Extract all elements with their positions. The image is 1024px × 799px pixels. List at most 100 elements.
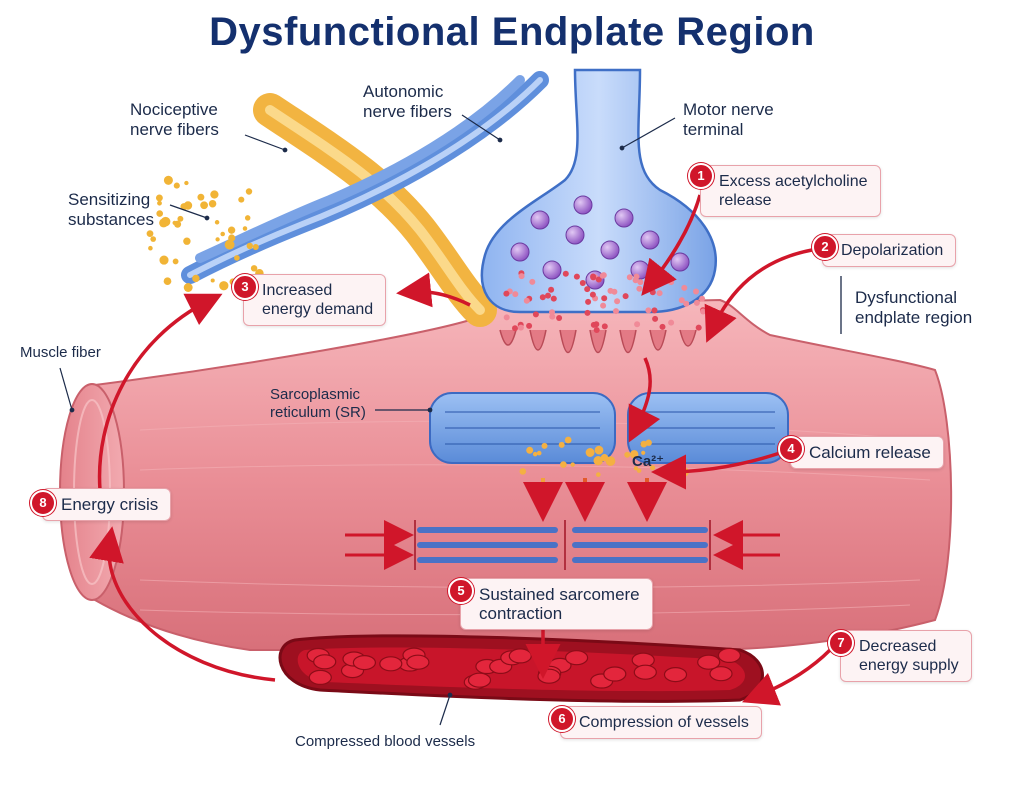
step-8-badge: 8 [30,490,56,516]
sensitizing-dot [242,226,248,231]
red-blood-cell [633,664,657,680]
synaptic-vesicle [600,240,620,260]
sensitizing-substance-dots [146,175,264,292]
sensitizing-dot [234,255,240,261]
acetylcholine-dot [562,270,569,277]
step-5-box: Sustained sarcomere contraction [460,578,653,630]
sensitizing-dot [215,237,220,242]
acetylcholine-dot [589,291,596,298]
sensitizing-dot [219,281,229,291]
contraction-arrows [345,520,780,570]
calcium-dot [641,450,646,455]
step-2-box: Depolarization [822,234,957,267]
red-blood-cell [313,654,337,670]
sensitizing-dot [244,215,251,221]
acetylcholine-dot [651,307,658,314]
muscle-fiber-label: Muscle fiber [20,344,101,361]
calcium-dot [560,461,567,468]
region-bracket [832,276,842,334]
step-7-badge: 7 [828,630,854,656]
calcium-ion-dots [519,436,689,477]
sensitizing-dot [224,239,235,250]
acetylcholine-dot [601,295,608,302]
sensitizing-dot [184,180,189,186]
red-blood-cell [467,672,492,688]
calcium-dot [564,436,572,444]
region-label: Dysfunctional endplate region [855,288,973,327]
acetylcholine-dot [593,327,600,333]
sensitizing-dot [197,193,205,201]
red-blood-cell [717,647,742,664]
acetylcholine-dot [539,294,546,301]
step-3-box: Increased energy demand [243,274,387,326]
synaptic-vesicle [640,230,660,250]
sensitizing-dot [150,236,157,242]
calcium-symbol: Ca²⁺ [632,453,665,470]
acetylcholine-dot [634,321,641,328]
vessels-label: Compressed blood vessels [295,733,476,750]
acetylcholine-dot [622,293,629,300]
acetylcholine-dot [590,273,597,280]
red-blood-cell [663,666,688,683]
acetylcholine-dot [607,287,614,294]
acetylcholine-dot [512,291,519,298]
acetylcholine-dot [550,295,557,302]
red-blood-cell [508,648,532,664]
autonomic-fibers [181,71,549,284]
acetylcholine-dot [656,290,663,297]
acetylcholine-dot [668,279,675,286]
calcium-dot [526,446,534,454]
acetylcholine-dot [649,289,656,296]
sr-label: Sarcoplasmic reticulum (SR) [270,386,366,421]
calcium-flow-arrows [523,478,667,522]
sensitizing-dot [210,278,215,283]
acetylcholine-dot [549,313,556,320]
sensitizing-dot [220,231,225,237]
acetylcholine-dot [584,286,591,293]
acetylcholine-dot [668,319,675,326]
acetylcholine-dot [595,276,602,283]
red-blood-cell [406,654,430,670]
sensitizing-dot [146,230,154,237]
calcium-dot [629,450,639,459]
calcium-dot [633,466,638,471]
nociceptive-label: Nociceptive nerve fibers [130,100,219,139]
acetylcholine-dot [549,309,555,316]
sensitizing-dot [192,274,200,283]
synaptic-vesicle [542,260,562,280]
step-5-badge: 5 [448,578,474,604]
acetylcholine-dot [584,309,591,316]
sensitizing-dot [160,216,171,227]
acetylcholine-dot [693,288,699,295]
sensitizing-dot [238,196,245,203]
acetylcholine-dot [601,323,608,330]
red-blood-cell [697,654,721,670]
acetylcholine-dot [614,298,621,305]
sensitizing-dot [157,200,162,206]
acetylcholine-dot [545,292,551,299]
calcium-dot [594,445,604,455]
acetylcholine-dot [503,314,510,321]
calcium-dot [678,461,684,467]
sensitizing-dot [245,188,253,195]
acetylcholine-dot [529,278,536,285]
acetylcholine-dot [632,277,639,284]
sensitizing-dot [250,265,258,272]
step-2-badge: 2 [812,234,838,260]
calcium-dot [624,451,631,458]
motor-terminal-label: Motor nerve terminal [683,100,774,139]
acetylcholine-dot [645,307,652,314]
acetylcholine-dot [517,324,524,331]
calcium-dot [536,450,542,456]
sensitizing-dot [159,255,169,265]
calcium-dot [593,456,603,466]
acetylcholine-dot [579,280,586,286]
sensitizing-dot [180,203,188,211]
sensitizing-dot [200,201,208,210]
step-1-box: Excess acetylcholine release [700,165,881,217]
sensitizing-dot [246,242,253,250]
red-blood-cell [537,668,561,684]
synaptic-vesicle [565,225,585,245]
acetylcholine-dot [695,324,702,331]
